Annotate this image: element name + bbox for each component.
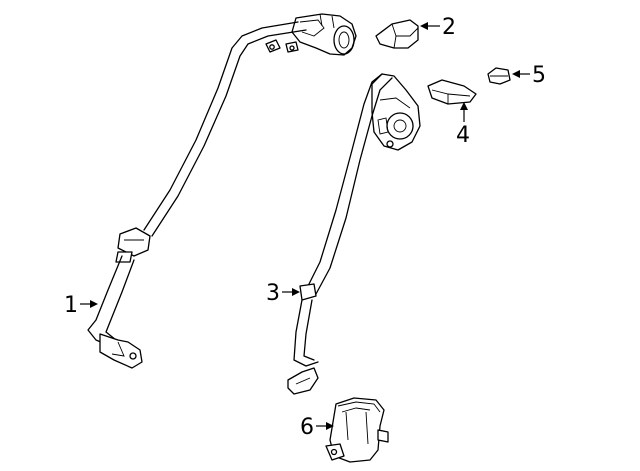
callout-5: 5 [512, 63, 546, 88]
callout-5-label: 5 [532, 63, 546, 88]
callout-1: 1 [64, 293, 98, 318]
callout-3-label: 3 [266, 281, 280, 306]
callout-4-label: 4 [456, 123, 470, 148]
callout-6: 6 [300, 415, 334, 440]
callout-2: 2 [420, 15, 456, 40]
part-3-center-belt-assembly [287, 73, 421, 395]
callout-6-label: 6 [300, 415, 314, 440]
callout-3: 3 [266, 281, 300, 306]
callout-1-label: 1 [64, 293, 78, 318]
part-1-seat-belt-assembly [87, 13, 357, 369]
part-6-buckle [325, 397, 389, 463]
callout-4: 4 [456, 102, 470, 148]
part-2-bracket-cover [375, 19, 419, 49]
callout-2-label: 2 [442, 15, 456, 40]
part-4-cover-pad [427, 79, 477, 105]
part-5-clip [487, 67, 511, 85]
